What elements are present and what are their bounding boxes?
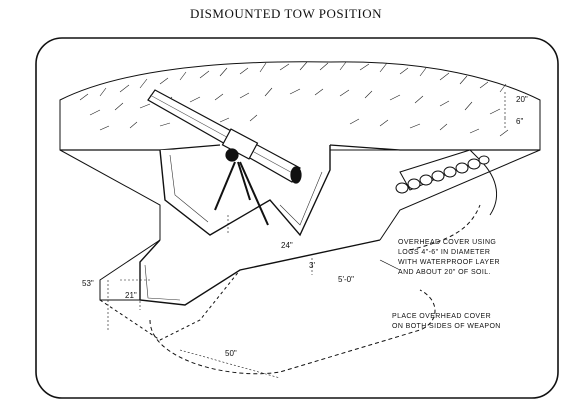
note-line: PLACE OVERHEAD COVER xyxy=(392,313,491,320)
fighting-pit xyxy=(159,145,331,237)
note-place-cover: PLACE OVERHEAD COVER ON BOTH SIDES OF WE… xyxy=(392,313,501,330)
note-line: WITH WATERPROOF LAYER xyxy=(398,259,500,266)
overhead-cover-logs xyxy=(395,149,490,194)
dim-24in: 24" xyxy=(281,241,293,250)
dim-21in: 21" xyxy=(125,291,137,300)
diagram-title: DISMOUNTED TOW POSITION xyxy=(189,6,383,21)
dim-5ft: 5'-0" xyxy=(338,275,354,284)
dim-53in: 53" xyxy=(82,279,94,288)
access-trench xyxy=(139,239,381,306)
dim-50in: 50" xyxy=(225,349,237,358)
frame-border xyxy=(35,37,559,399)
dim-6in: 6" xyxy=(516,117,523,126)
note-line: OVERHEAD COVER USING xyxy=(398,239,496,246)
soil-hatching xyxy=(79,61,509,137)
note-line: AND ABOUT 20" OF SOIL. xyxy=(398,269,491,276)
soil-mound xyxy=(59,61,541,151)
dimension-lines xyxy=(107,92,506,379)
note-line: LOGS 4"-6" IN DIAMETER xyxy=(398,249,490,256)
dim-vertical: 3' xyxy=(309,261,315,270)
pit-wall-shading xyxy=(169,154,209,223)
dim-20in: 20" xyxy=(516,95,528,104)
tow-launcher xyxy=(147,89,302,226)
trench-outline xyxy=(149,289,436,375)
note-overhead-cover: OVERHEAD COVER USING LOGS 4"-6" IN DIAME… xyxy=(398,239,500,276)
note-line: ON BOTH SIDES OF WEAPON xyxy=(392,323,501,330)
ground-line-right xyxy=(329,144,540,151)
